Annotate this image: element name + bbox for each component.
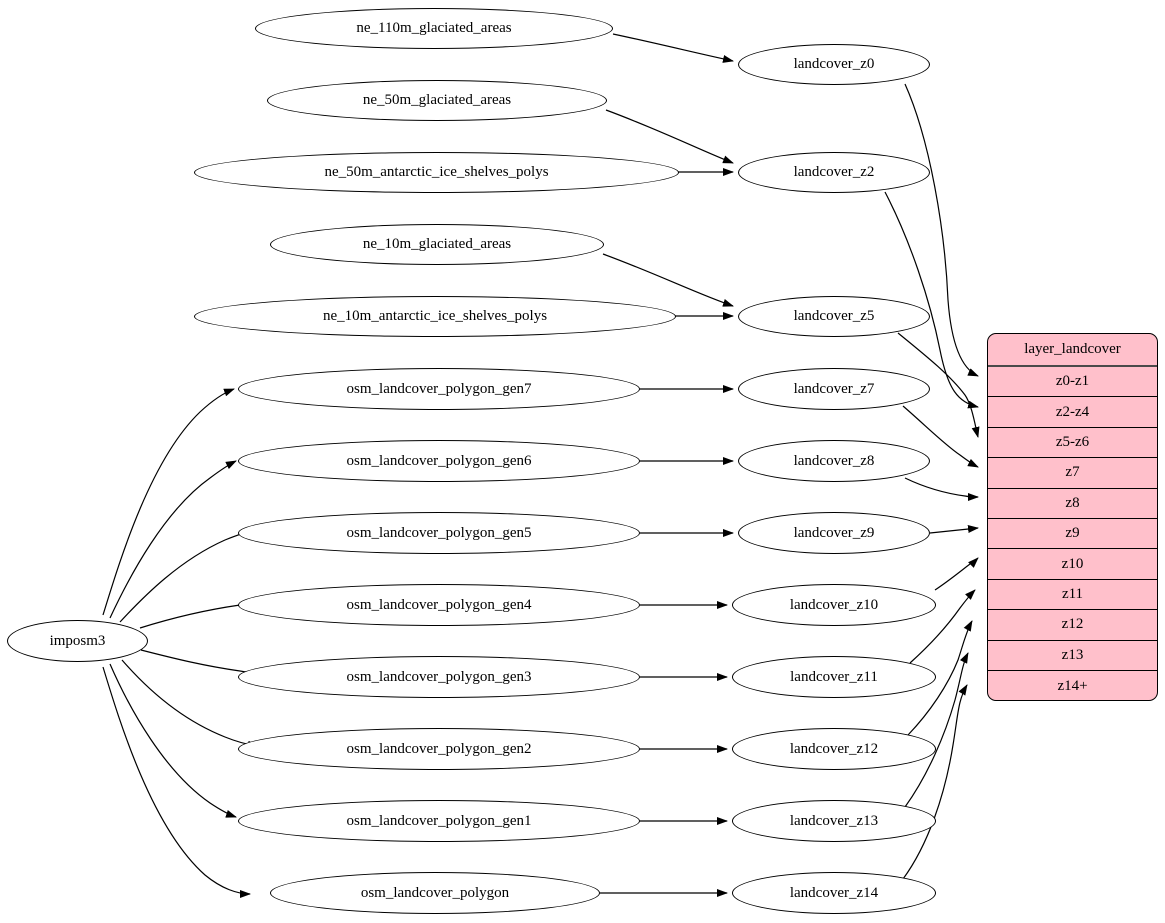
node-ne-50m-glaciated-areas[interactable]: ne_50m_glaciated_areas [267,80,607,121]
node-osm-landcover-polygon-gen1[interactable]: osm_landcover_polygon_gen1 [238,800,640,842]
edge-ne110-z0 [612,33,734,63]
edge-imposm3-poly [102,666,251,898]
layer-landcover-row-z14plus[interactable]: z14+ [1057,677,1088,694]
edge-ne10g-z5 [602,253,734,307]
layer-landcover-row-z9[interactable]: z9 [988,519,1157,550]
node-label: landcover_z14 [789,884,879,901]
node-label: landcover_z7 [793,380,875,397]
node-landcover-z9[interactable]: landcover_z9 [738,512,930,554]
layer-landcover-row-z0-z1[interactable]: z0-z1 [988,367,1157,398]
node-osm-landcover-polygon-gen3[interactable]: osm_landcover_polygon_gen3 [238,656,640,698]
edge-imposm3-gen6 [109,460,237,619]
node-label: landcover_z2 [793,164,875,180]
node-landcover-z0[interactable]: landcover_z0 [738,44,930,85]
node-label: osm_landcover_polygon_gen1 [346,812,532,829]
node-label: osm_landcover_polygon_gen4 [346,596,532,613]
node-label: landcover_z8 [793,452,875,469]
layer-landcover-row-z8[interactable]: z8 [988,489,1157,519]
edge-imposm3-gen7 [102,388,235,616]
edge-ne50g-z2 [605,109,734,164]
node-label: landcover_z5 [793,308,875,324]
layer-landcover-row-z7[interactable]: z7 [988,458,1157,489]
node-label: osm_landcover_polygon_gen3 [346,668,532,685]
edge-imposm3-gen1 [109,663,237,818]
node-ne-110m-glaciated-areas[interactable]: ne_110m_glaciated_areas [255,8,613,49]
node-label: osm_landcover_polygon_gen7 [346,380,532,397]
layer-landcover-row-z12[interactable]: z12 [988,610,1157,641]
node-label: landcover_z0 [793,56,875,72]
node-label: ne_10m_antarctic_ice_shelves_polys [322,308,548,324]
node-osm-landcover-polygon-gen5[interactable]: osm_landcover_polygon_gen5 [238,512,640,554]
node-imposm3[interactable]: imposm3 [7,620,148,662]
node-label: landcover_z11 [790,668,878,685]
node-osm-landcover-polygon-gen4[interactable]: osm_landcover_polygon_gen4 [238,584,640,626]
node-label: landcover_z13 [789,812,879,829]
layer-landcover-header: layer_landcover [988,334,1157,367]
layer-landcover-row-z11[interactable]: z11 [988,580,1157,611]
node-label: osm_landcover_polygon [360,884,510,901]
layer-landcover-row-z13[interactable]: z13 [988,641,1157,671]
layer-landcover-table[interactable]: layer_landcover z0-z1 z2-z4 z5-z6 z7 z8 … [987,333,1158,701]
layer-landcover-row-z5-z6[interactable]: z5-z6 [988,428,1157,459]
layer-landcover-row-z10[interactable]: z10 [988,549,1157,580]
node-landcover-z13[interactable]: landcover_z13 [732,800,936,842]
node-landcover-z10[interactable]: landcover_z10 [732,584,936,626]
node-landcover-z11[interactable]: landcover_z11 [732,656,936,698]
node-ne-10m-antarctic-ice-shelves-polys[interactable]: ne_10m_antarctic_ice_shelves_polys [194,296,676,337]
node-osm-landcover-polygon-gen6[interactable]: osm_landcover_polygon_gen6 [238,440,640,482]
node-osm-landcover-polygon-gen2[interactable]: osm_landcover_polygon_gen2 [238,728,640,770]
node-label: ne_10m_glaciated_areas [362,236,512,252]
node-label: osm_landcover_polygon_gen5 [346,524,532,541]
layer-landcover-row-z2-z4[interactable]: z2-z4 [988,397,1157,428]
edge-z8-row5 [904,477,979,501]
node-landcover-z12[interactable]: landcover_z12 [732,728,936,770]
node-ne-10m-glaciated-areas[interactable]: ne_10m_glaciated_areas [270,224,604,265]
node-ne-50m-antarctic-ice-shelves-polys[interactable]: ne_50m_antarctic_ice_shelves_polys [194,152,679,193]
node-label: landcover_z10 [789,596,879,613]
node-landcover-z2[interactable]: landcover_z2 [738,152,930,193]
node-label: ne_50m_glaciated_areas [362,92,512,108]
edge-z10-row7 [934,557,979,591]
node-label: landcover_z12 [789,740,879,757]
node-osm-landcover-polygon[interactable]: osm_landcover_polygon [270,872,600,914]
node-label: osm_landcover_polygon_gen6 [346,452,532,469]
node-label: imposm3 [49,632,106,649]
edge-z9-row6 [929,525,979,534]
node-landcover-z14[interactable]: landcover_z14 [732,872,936,914]
edge-z14-row11 [902,684,968,880]
node-label: landcover_z9 [793,524,875,541]
node-osm-landcover-polygon-gen7[interactable]: osm_landcover_polygon_gen7 [238,368,640,410]
node-landcover-z8[interactable]: landcover_z8 [738,440,930,482]
node-landcover-z7[interactable]: landcover_z7 [738,368,930,410]
edge-imposm3-gen2 [121,659,259,749]
node-label: ne_50m_antarctic_ice_shelves_polys [324,164,549,180]
node-label: ne_110m_glaciated_areas [356,20,512,36]
edge-z0-row1 [904,83,979,377]
node-label: osm_landcover_polygon_gen2 [346,740,532,757]
node-landcover-z5[interactable]: landcover_z5 [738,296,930,337]
